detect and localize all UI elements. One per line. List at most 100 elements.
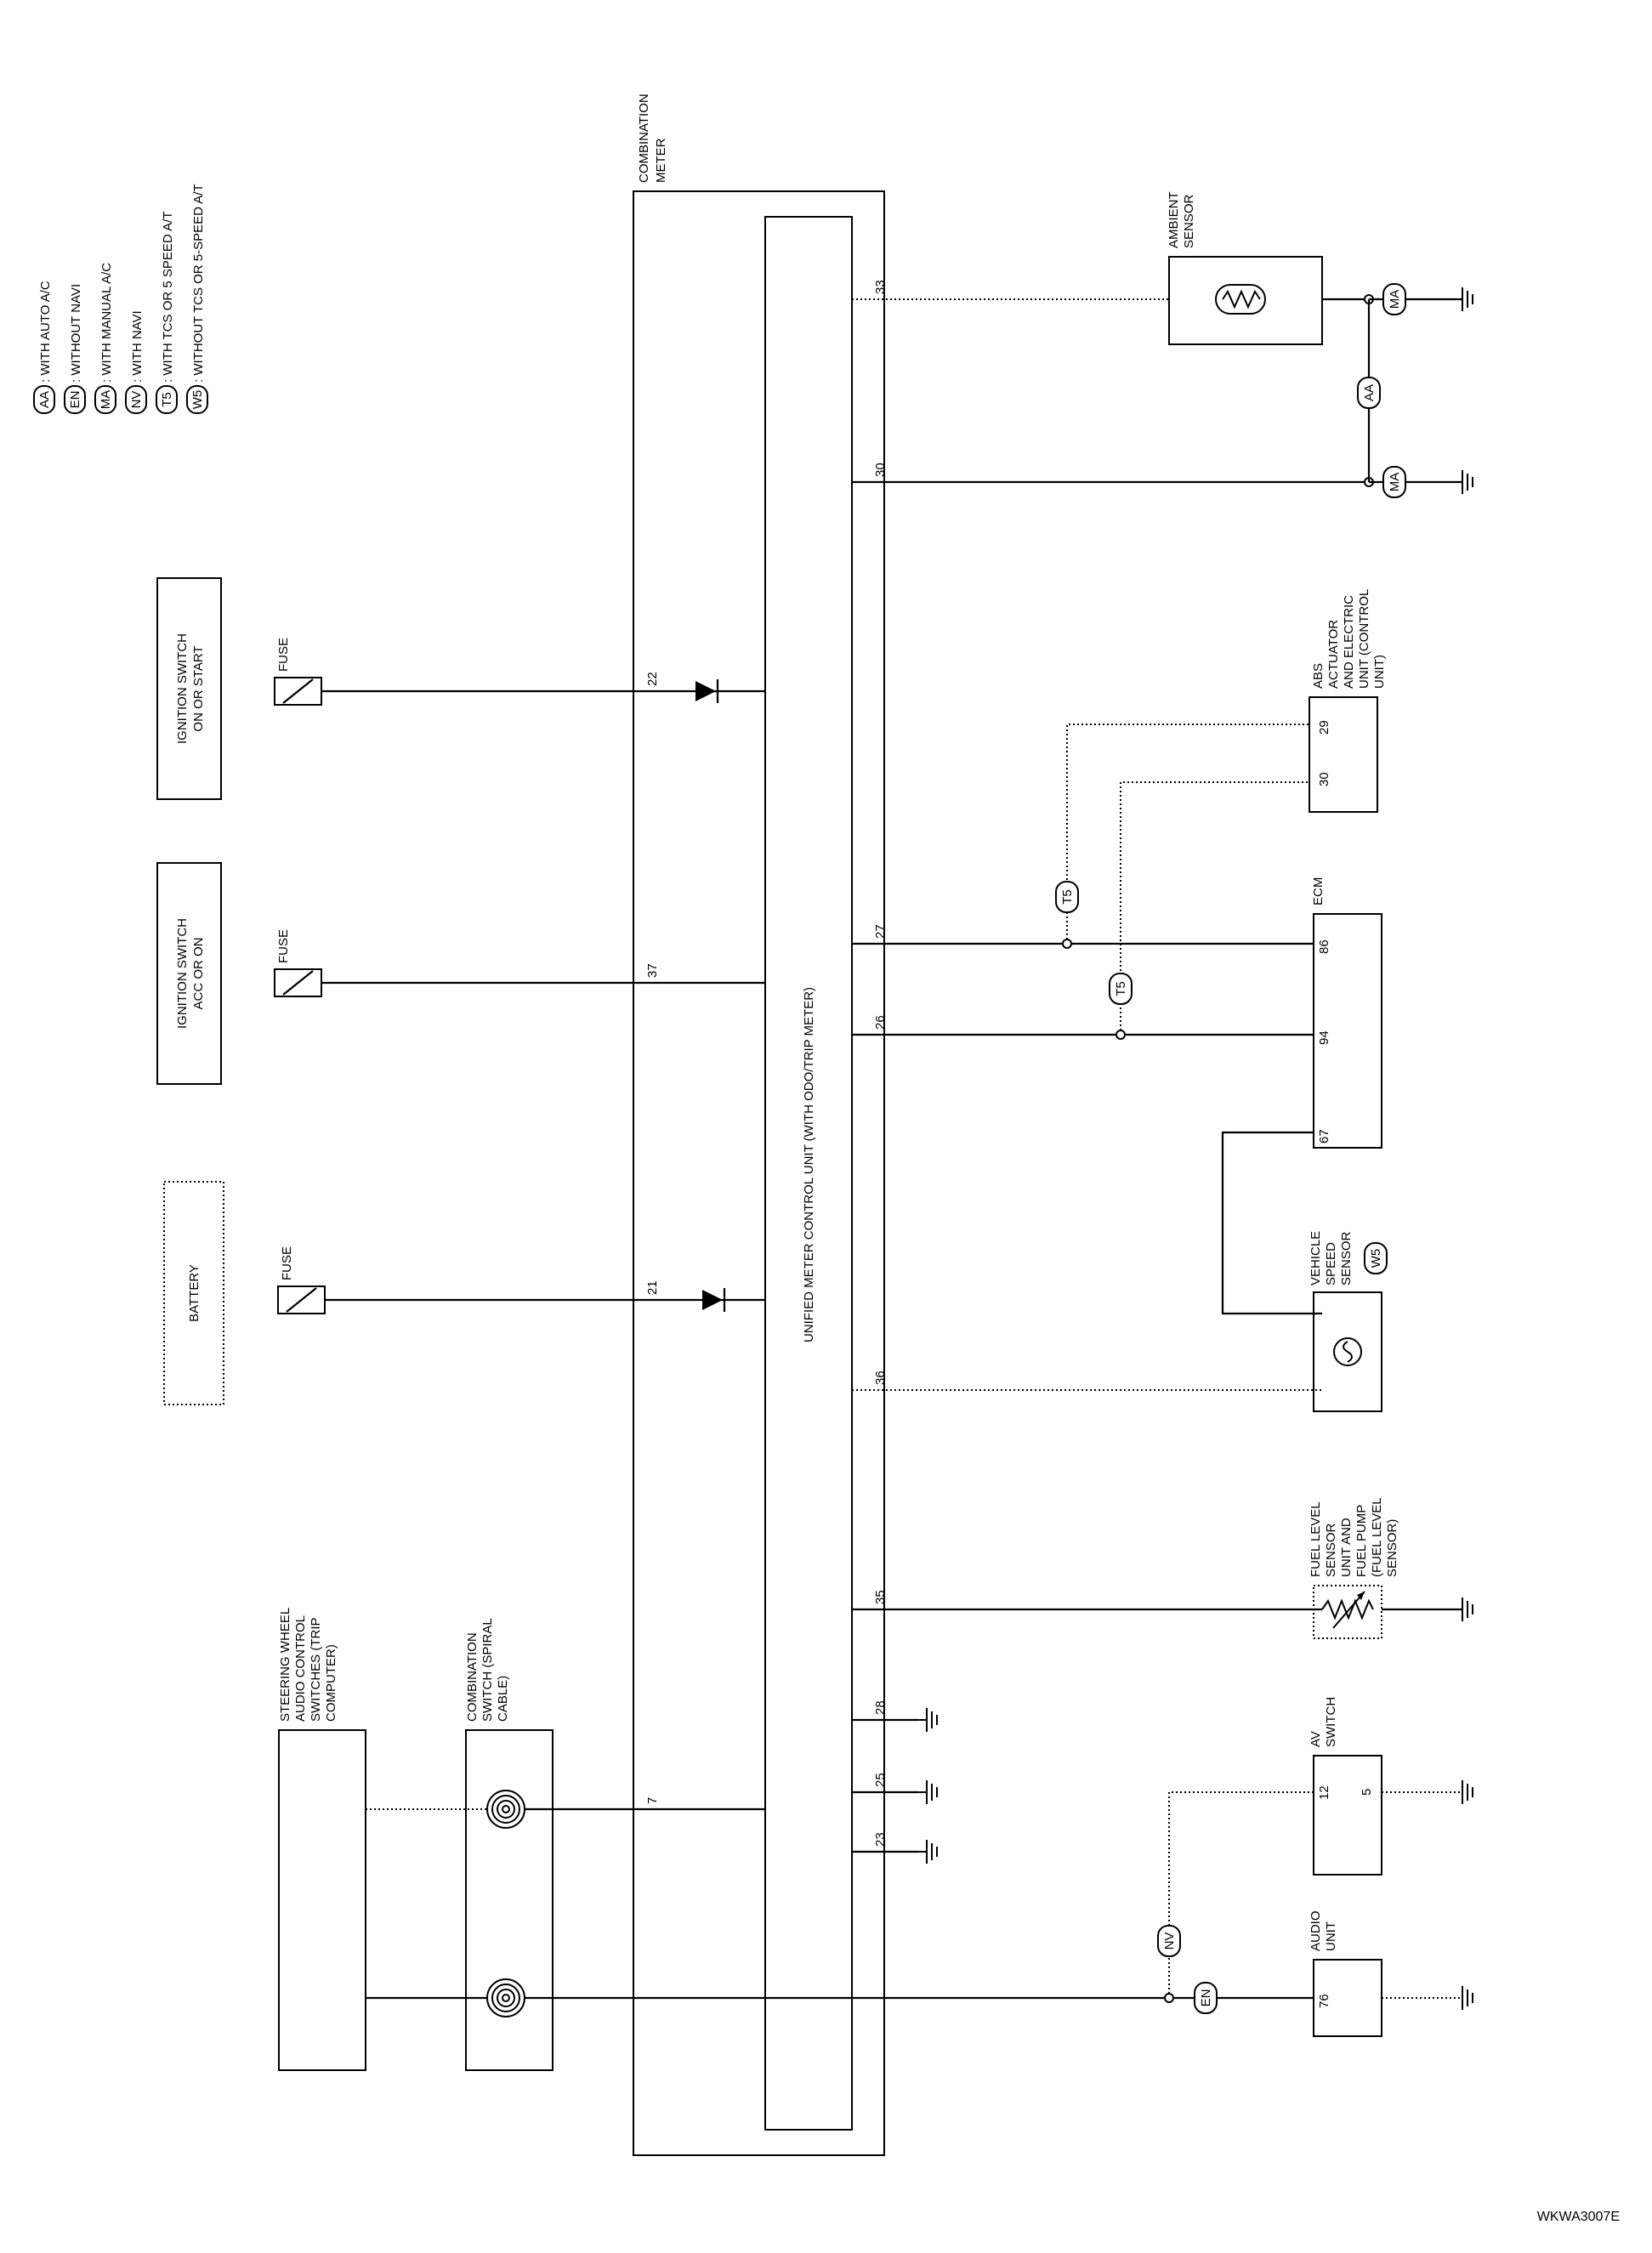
ground-icon [918, 1840, 938, 1864]
svg-text:EN: EN [68, 391, 82, 409]
battery-box [163, 1181, 224, 1405]
ground-icon [918, 1708, 938, 1732]
fuel-label-2: SENSOR [1324, 1523, 1338, 1577]
ground-icon [1462, 287, 1473, 311]
svg-text:MA: MA [1388, 473, 1402, 492]
fuel-level-sensor-box [1313, 1585, 1382, 1639]
fuse-icon [274, 677, 322, 706]
steering-label-3: SWITCHES (TRIP [309, 1618, 323, 1722]
spiral-label-3: CABLE) [496, 1676, 510, 1722]
ecm-pin-86: 86 [1317, 939, 1331, 954]
pin-22: 22 [645, 672, 660, 686]
code-badge-ma: MA [1382, 466, 1406, 498]
ecm: ECM 86 94 67 [1311, 877, 1382, 1149]
vehicle-speed-sensor: VEHICLE SPEED SENSOR W5 [1309, 1231, 1388, 1412]
av-switch-pin-5: 5 [1360, 1789, 1374, 1796]
legend-badge-nv: NV [125, 385, 147, 414]
power-ign-acc: IGNITION SWITCH ACC OR ON FUSE 37 [156, 862, 765, 1085]
ignition-start-label-2: ON OR START [191, 645, 206, 731]
combination-switch-box [465, 1729, 554, 2071]
av-switch: AV SWITCH 12 5 [1309, 1697, 1382, 1876]
vss-label-2: SPEED [1324, 1242, 1338, 1285]
code-badge-t5: T5 [1109, 973, 1133, 1005]
code-badge-ma: MA [1382, 283, 1406, 315]
abs-actuator: ABS ACTUATOR AND ELECTRIC UNIT (CONTROL … [1309, 589, 1387, 813]
vss-label-3: SENSOR [1339, 1231, 1354, 1285]
svg-text:T5: T5 [160, 392, 174, 407]
audio-label-2: UNIT [1324, 1921, 1338, 1951]
fuse-label-ign-acc: FUSE [276, 929, 291, 963]
abs-pin-29: 29 [1317, 720, 1331, 735]
abs-label-4: UNIT (CONTROL [1357, 589, 1371, 689]
spiral-cable-icon [486, 1790, 525, 1829]
power-ign-start: IGNITION SWITCH ON OR START FUSE 22 [156, 577, 765, 800]
pin-21: 21 [645, 1280, 660, 1295]
abs-label-1: ABS [1311, 663, 1326, 689]
junction-dot [1116, 1030, 1126, 1040]
variable-resistor-icon [1321, 1591, 1374, 1629]
combination-meter-box [633, 190, 885, 2156]
wire-av-12 [1168, 1791, 1314, 1998]
power-battery: BATTERY FUSE 21 [163, 1181, 765, 1405]
legend-text-w5: : WITHOUT TCS OR 5-SPEED A/T [191, 184, 206, 383]
fuse-label-battery: FUSE [280, 1246, 294, 1280]
ground-icon [1462, 470, 1473, 494]
wire-ecm67-vss [1221, 1131, 1322, 1315]
unified-meter-control-unit-box [764, 216, 853, 2131]
av-switch-label-1: AV [1309, 1731, 1323, 1747]
svg-text:NV: NV [129, 391, 144, 409]
ecm-pin-94: 94 [1317, 1030, 1331, 1045]
ground-icon [1462, 1986, 1473, 2010]
fuse-label-ign-start: FUSE [276, 638, 291, 672]
svg-text:W5: W5 [190, 390, 205, 410]
fuel-label-6: SENSOR) [1385, 1519, 1399, 1577]
legend-text-t5: : WITH TCS OR 5 SPEED A/T [161, 212, 175, 383]
ground-icon [1462, 1598, 1473, 1621]
pin-28: 28 [873, 1700, 888, 1715]
ignition-switch-acc-on-box [156, 862, 222, 1085]
ac-sensor-icon [1333, 1337, 1362, 1366]
fuse-icon [277, 1285, 326, 1314]
av-switch-box [1313, 1755, 1382, 1876]
ambient-sensor-box [1168, 256, 1323, 345]
code-badge-aa: AA [1357, 377, 1381, 409]
ignition-switch-on-start-box [156, 577, 222, 800]
abs-box [1309, 696, 1378, 813]
abs-pin-30: 30 [1317, 772, 1331, 786]
spiral-label-2: SWITCH (SPIRAL [480, 1618, 495, 1722]
diagram-id: WKWA3007E [1537, 2210, 1620, 2224]
spiral-cable-icon [486, 1978, 525, 2017]
fuel-label-5: (FUEL LEVEL [1370, 1497, 1384, 1577]
abs-label-5: UNIT) [1372, 655, 1387, 689]
ecm-label: ECM [1311, 877, 1326, 905]
svg-text:EN: EN [1199, 1989, 1213, 2007]
svg-text:AA: AA [1362, 384, 1377, 401]
vss-label-1: VEHICLE [1309, 1231, 1323, 1285]
legend-badge-en: EN [64, 385, 86, 414]
fuel-level-sensor: FUEL LEVEL SENSOR UNIT AND FUEL PUMP (FU… [1309, 1497, 1462, 1639]
legend-text-nv: : WITH NAVI [130, 310, 145, 383]
junction-dot [1164, 1993, 1174, 2003]
fuel-label-1: FUEL LEVEL [1309, 1501, 1323, 1577]
ambient-sensor: AMBIENT SENSOR [1167, 191, 1369, 345]
ecm-box [1313, 913, 1382, 1149]
svg-text:T5: T5 [1060, 889, 1075, 905]
steering-wheel-switches: STEERING WHEEL AUDIO CONTROL SWITCHES (T… [278, 1608, 366, 2071]
audio-unit: AUDIO UNIT 76 [1309, 1910, 1382, 2037]
combination-switch-spiral: COMBINATION SWITCH (SPIRAL CABLE) [465, 1618, 554, 2071]
abs-label-3: AND ELECTRIC [1342, 595, 1356, 689]
pin-30: 30 [873, 463, 888, 477]
code-badge-w5: W5 [1364, 1242, 1388, 1274]
ignition-acc-label-1: IGNITION SWITCH [175, 918, 190, 1029]
pin-36: 36 [873, 1371, 888, 1385]
code-badge-en: EN [1194, 1982, 1218, 2014]
svg-text:NV: NV [1162, 1932, 1177, 1950]
pin-23: 23 [873, 1832, 888, 1847]
steering-label-4: COMPUTER) [324, 1644, 338, 1722]
legend-text-aa: : WITH AUTO A/C [38, 281, 53, 383]
junction-dot [1062, 939, 1072, 949]
spiral-label-1: COMBINATION [465, 1632, 480, 1722]
legend-badge-ma: MA [94, 385, 116, 414]
diode-icon [695, 679, 719, 703]
